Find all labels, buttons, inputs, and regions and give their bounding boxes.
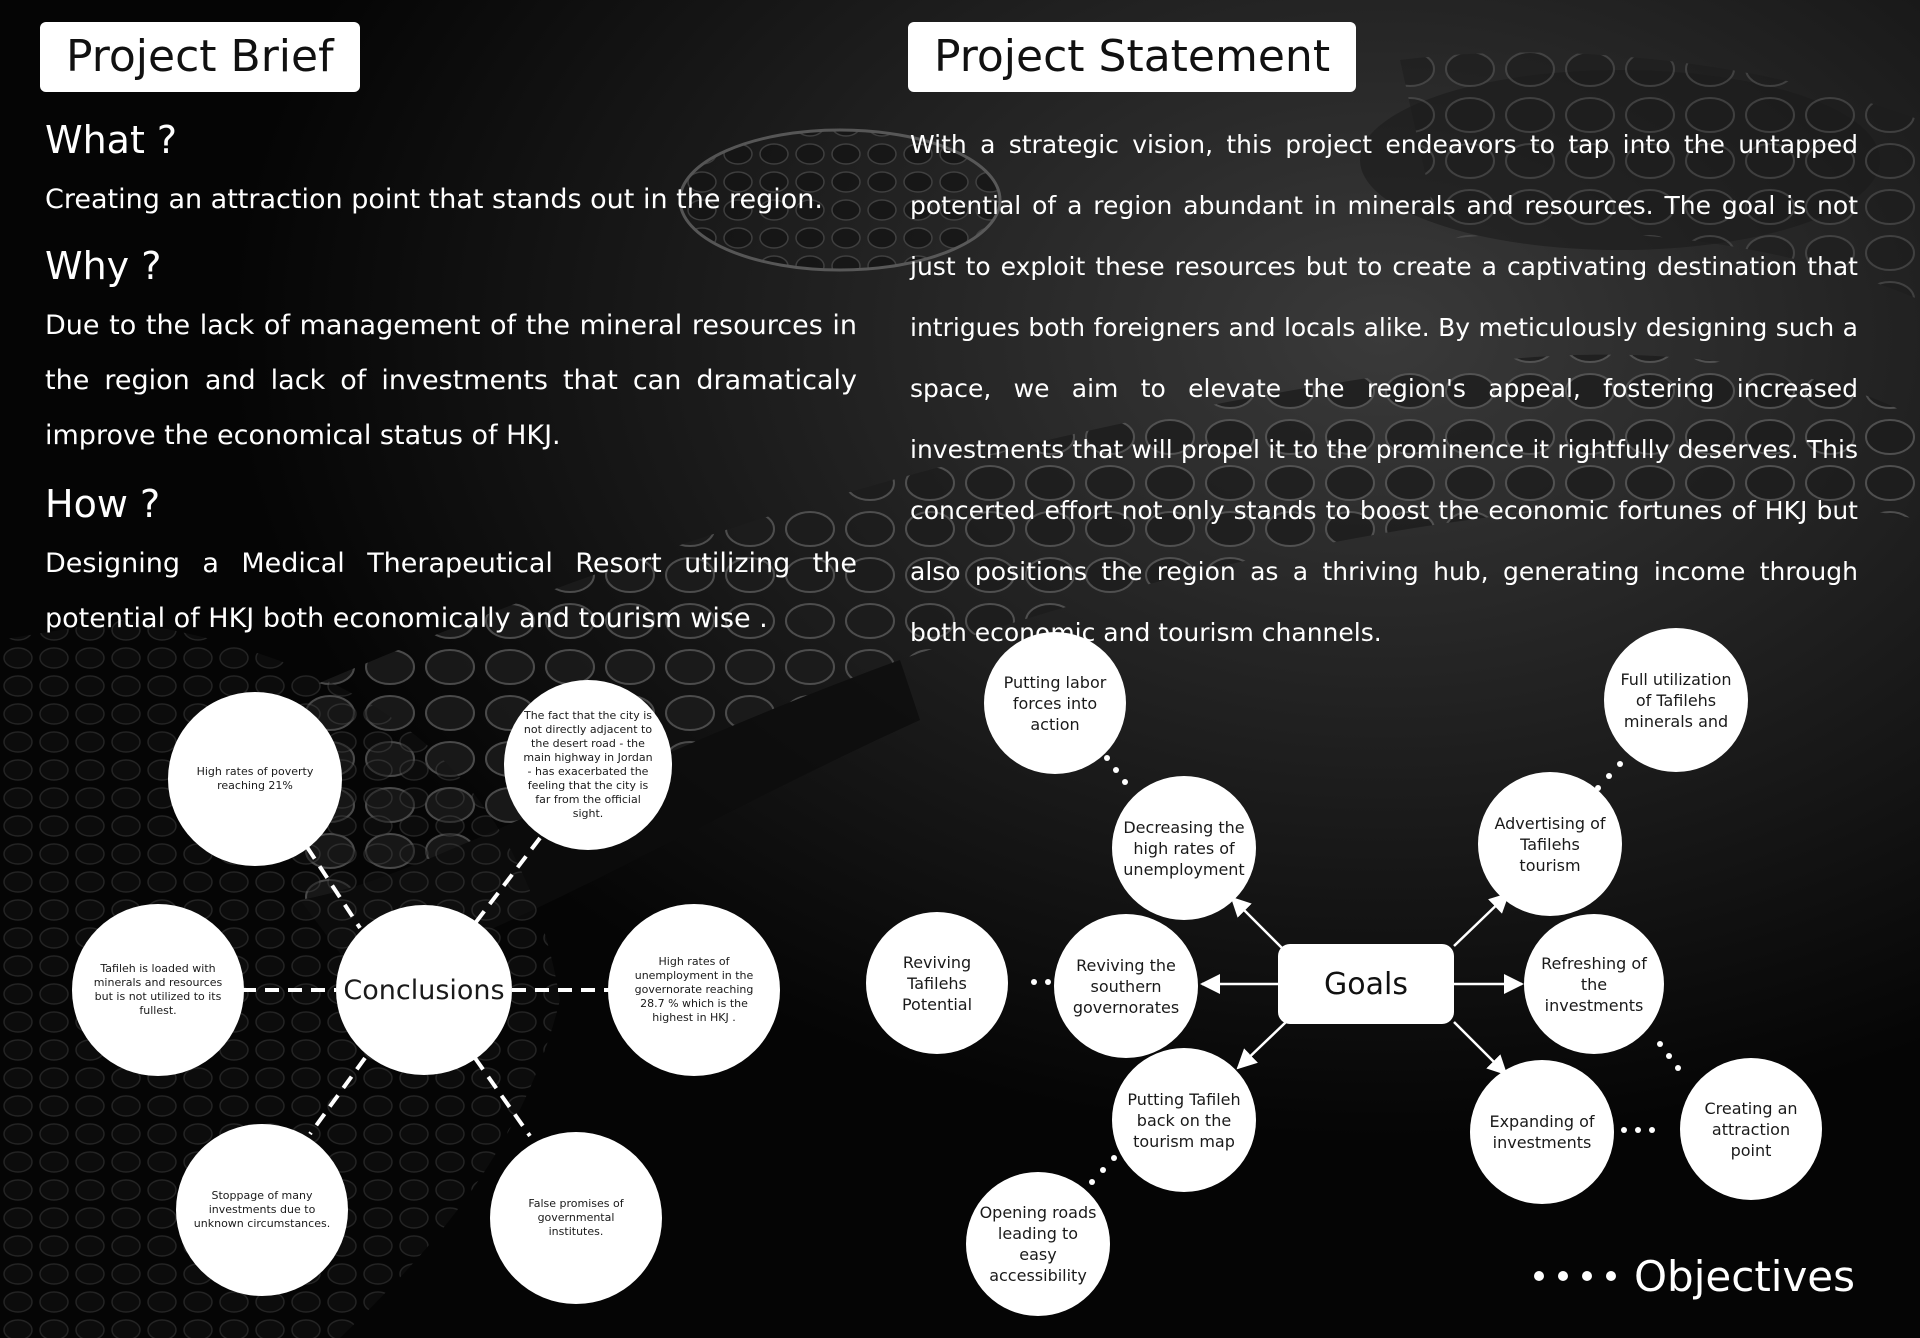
conclusion-minerals-text: Tafileh is loaded with minerals and reso… [93, 962, 223, 1017]
goals-center-label: Goals [1324, 966, 1408, 1002]
why-heading: Why ? [45, 244, 162, 288]
goal-putting-tafileh-node: Putting Tafileh back on the tourism map [1112, 1048, 1256, 1192]
conclusions-links [242, 836, 610, 1138]
objectives-legend: Objectives [1534, 1246, 1855, 1306]
objective-full-utilization-text: Full utilization of Tafilehs minerals an… [1620, 669, 1732, 731]
what-text: Creating an attraction point that stands… [45, 184, 824, 215]
objective-reviving-potential-node: Reviving Tafilehs Potential [866, 912, 1008, 1054]
project-brief-title: Project Brief [40, 22, 360, 92]
conclusion-highway-node: The fact that the city is not directly a… [504, 680, 672, 850]
goal-expanding-node: Expanding of investments [1470, 1060, 1614, 1204]
goal-advertising-node: Advertising of Tafilehs tourism [1478, 772, 1622, 916]
legend-dot [1558, 1271, 1568, 1281]
conclusions-center-label: Conclusions [343, 974, 505, 1006]
objective-full-utilization-node: Full utilization of Tafilehs minerals an… [1604, 628, 1748, 772]
legend-dot [1534, 1271, 1544, 1281]
conclusions-center-node: Conclusions [336, 905, 512, 1075]
objectives-legend-label: Objectives [1634, 1251, 1856, 1301]
objective-reviving-potential-text: Reviving Tafilehs Potential [901, 952, 973, 1014]
how-text: Designing a Medical Therapeutical Resort… [45, 548, 857, 634]
conclusion-poverty-text: High rates of poverty reaching 21% [196, 765, 314, 792]
objective-attraction-text: Creating an attraction point [1704, 1098, 1798, 1160]
goal-reviving-southern-text: Reviving the southern governorates [1072, 955, 1180, 1017]
legend-dot [1582, 1271, 1592, 1281]
conclusion-unemployment-text: High rates of unemployment in the govern… [634, 955, 754, 1024]
goal-decreasing-text: Decreasing the high rates of unemploymen… [1123, 817, 1245, 879]
objective-attraction-node: Creating an attraction point [1680, 1058, 1822, 1200]
conclusion-stoppage-node: Stoppage of many investments due to unkn… [176, 1124, 348, 1296]
objective-roads-node: Opening roads leading to easy accessibil… [966, 1172, 1110, 1316]
goal-expanding-text: Expanding of investments [1489, 1112, 1595, 1152]
project-statement-text: With a strategic vision, this project en… [910, 130, 1858, 647]
goal-reviving-southern-node: Reviving the southern governorates [1054, 914, 1198, 1058]
conclusion-promises-node: False promises of governmental institute… [490, 1132, 662, 1304]
goals-center-box: Goals [1278, 944, 1454, 1024]
what-heading: What ? [45, 118, 178, 162]
conclusion-promises-text: False promises of governmental institute… [528, 1197, 624, 1238]
conclusion-highway-text: The fact that the city is not directly a… [523, 709, 653, 820]
why-text: Due to the lack of management of the min… [45, 310, 857, 451]
objective-labor-text: Putting labor forces into action [1003, 672, 1107, 734]
objective-links [1031, 755, 1681, 1185]
legend-dot [1606, 1271, 1616, 1281]
goal-advertising-text: Advertising of Tafilehs tourism [1494, 813, 1606, 875]
goal-putting-tafileh-text: Putting Tafileh back on the tourism map [1127, 1089, 1241, 1151]
conclusion-stoppage-text: Stoppage of many investments due to unkn… [193, 1189, 331, 1230]
objective-labor-node: Putting labor forces into action [984, 632, 1126, 774]
goal-refreshing-text: Refreshing of the investments [1541, 953, 1647, 1015]
objective-roads-text: Opening roads leading to easy accessibil… [979, 1203, 1097, 1285]
conclusion-unemployment-node: High rates of unemployment in the govern… [608, 904, 780, 1076]
goal-decreasing-node: Decreasing the high rates of unemploymen… [1112, 776, 1256, 920]
project-statement-title: Project Statement [908, 22, 1357, 92]
goals-arrows [1200, 892, 1524, 1076]
how-heading: How ? [45, 482, 161, 526]
conclusion-minerals-node: Tafileh is loaded with minerals and reso… [72, 904, 244, 1076]
objectives-legend-dots [1534, 1271, 1616, 1281]
goal-refreshing-node: Refreshing of the investments [1524, 914, 1664, 1054]
conclusion-poverty-node: High rates of poverty reaching 21% [168, 692, 342, 866]
